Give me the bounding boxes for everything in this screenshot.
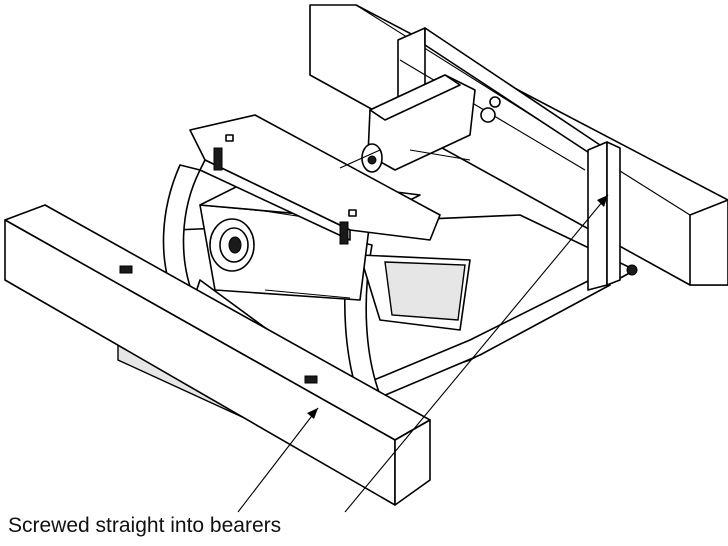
leader-arrow-front bbox=[237, 407, 319, 513]
tilt-plate bbox=[189, 114, 441, 245]
leader-arrows bbox=[237, 194, 609, 513]
leader-arrow-rear bbox=[344, 194, 609, 513]
actuator-motor bbox=[339, 74, 501, 173]
side-post bbox=[397, 27, 638, 291]
arrowhead-rear bbox=[597, 195, 608, 207]
arrowhead-front bbox=[307, 408, 318, 419]
callout-label: Screwed straight into bearers bbox=[8, 514, 282, 537]
